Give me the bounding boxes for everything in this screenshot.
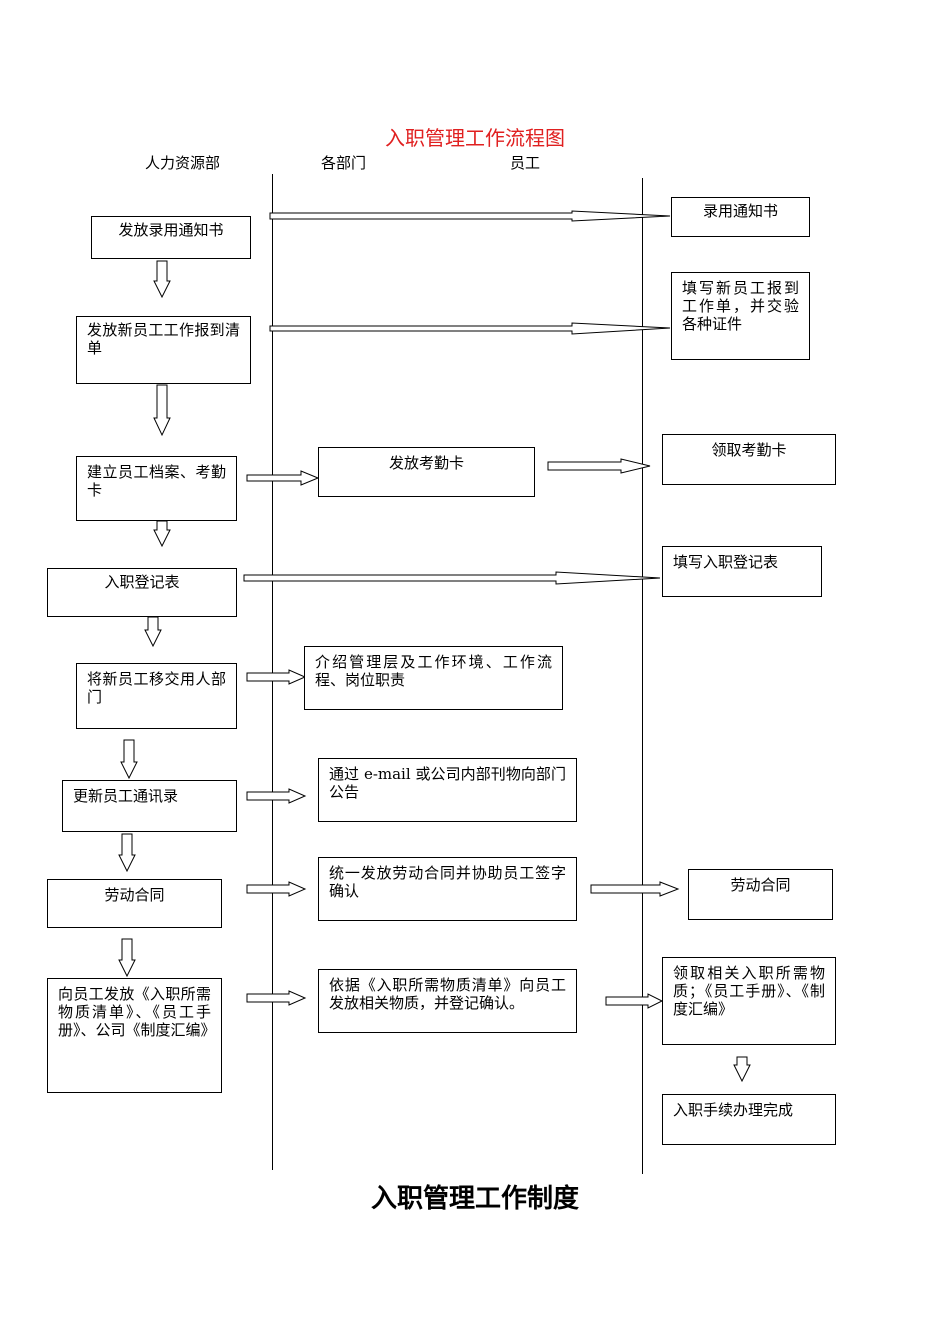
dept-step-box: 通过 e-mail 或公司内部刊物向部门公告 <box>318 758 577 822</box>
arrow-down <box>733 1056 751 1083</box>
arrow-down <box>120 739 138 780</box>
arrow-right <box>246 470 320 486</box>
employee-step-box: 领取相关入职所需物质；《员工手册》、《制度汇编》 <box>662 957 836 1045</box>
employee-step-box: 领取考勤卡 <box>662 434 836 485</box>
employee-step-box: 填写新员工报到工作单，并交验各种证件 <box>671 272 810 360</box>
arrow-down <box>153 520 171 548</box>
arrow-right <box>547 458 651 474</box>
arrow-right <box>605 993 664 1009</box>
dept-step-box: 依据《入职所需物质清单》向员工发放相关物质，并登记确认。 <box>318 969 577 1033</box>
arrow-right <box>269 322 671 335</box>
column-header-hr: 人力资源部 <box>145 154 221 172</box>
employee-step-box: 录用通知书 <box>671 197 810 237</box>
arrow-right <box>246 788 307 804</box>
employee-step-box: 劳动合同 <box>688 869 833 920</box>
hr-step-box: 入职登记表 <box>47 568 237 617</box>
arrow-down <box>144 616 162 648</box>
arrow-right <box>590 881 680 897</box>
employee-step-box: 填写入职登记表 <box>662 546 822 597</box>
hr-step-box: 发放新员工工作报到清单 <box>76 316 251 384</box>
column-header-employee: 员工 <box>510 154 541 172</box>
arrow-down <box>118 938 136 978</box>
column-header-dept: 各部门 <box>321 154 367 172</box>
hr-step-box: 更新员工通讯录 <box>62 780 237 832</box>
arrow-down <box>118 833 136 873</box>
arrow-right <box>246 669 307 685</box>
arrow-right <box>246 881 307 897</box>
lane-divider-right <box>642 178 643 1174</box>
dept-step-box: 发放考勤卡 <box>318 447 535 497</box>
dept-step-box: 介绍管理层及工作环境、工作流程、岗位职责 <box>304 646 563 710</box>
flowchart-title: 入职管理工作流程图 <box>385 126 565 150</box>
employee-step-box: 入职手续办理完成 <box>662 1094 836 1145</box>
arrow-right <box>269 210 671 222</box>
hr-step-box: 向员工发放《入职所需物质清单》、《员工手册》、公司《制度汇编》 <box>47 978 222 1093</box>
lane-divider-left <box>272 174 273 1170</box>
dept-step-box: 统一发放劳动合同并协助员工签字确认 <box>318 857 577 921</box>
arrow-down <box>153 260 171 299</box>
arrow-down <box>153 384 171 437</box>
hr-step-box: 发放录用通知书 <box>91 216 251 259</box>
hr-step-box: 劳动合同 <box>47 879 222 928</box>
arrow-right <box>246 990 307 1006</box>
hr-step-box: 将新员工移交用人部门 <box>76 663 237 729</box>
hr-step-box: 建立员工档案、考勤卡 <box>76 456 237 521</box>
document-title: 入职管理工作制度 <box>370 1184 579 1214</box>
arrow-right <box>243 571 661 585</box>
